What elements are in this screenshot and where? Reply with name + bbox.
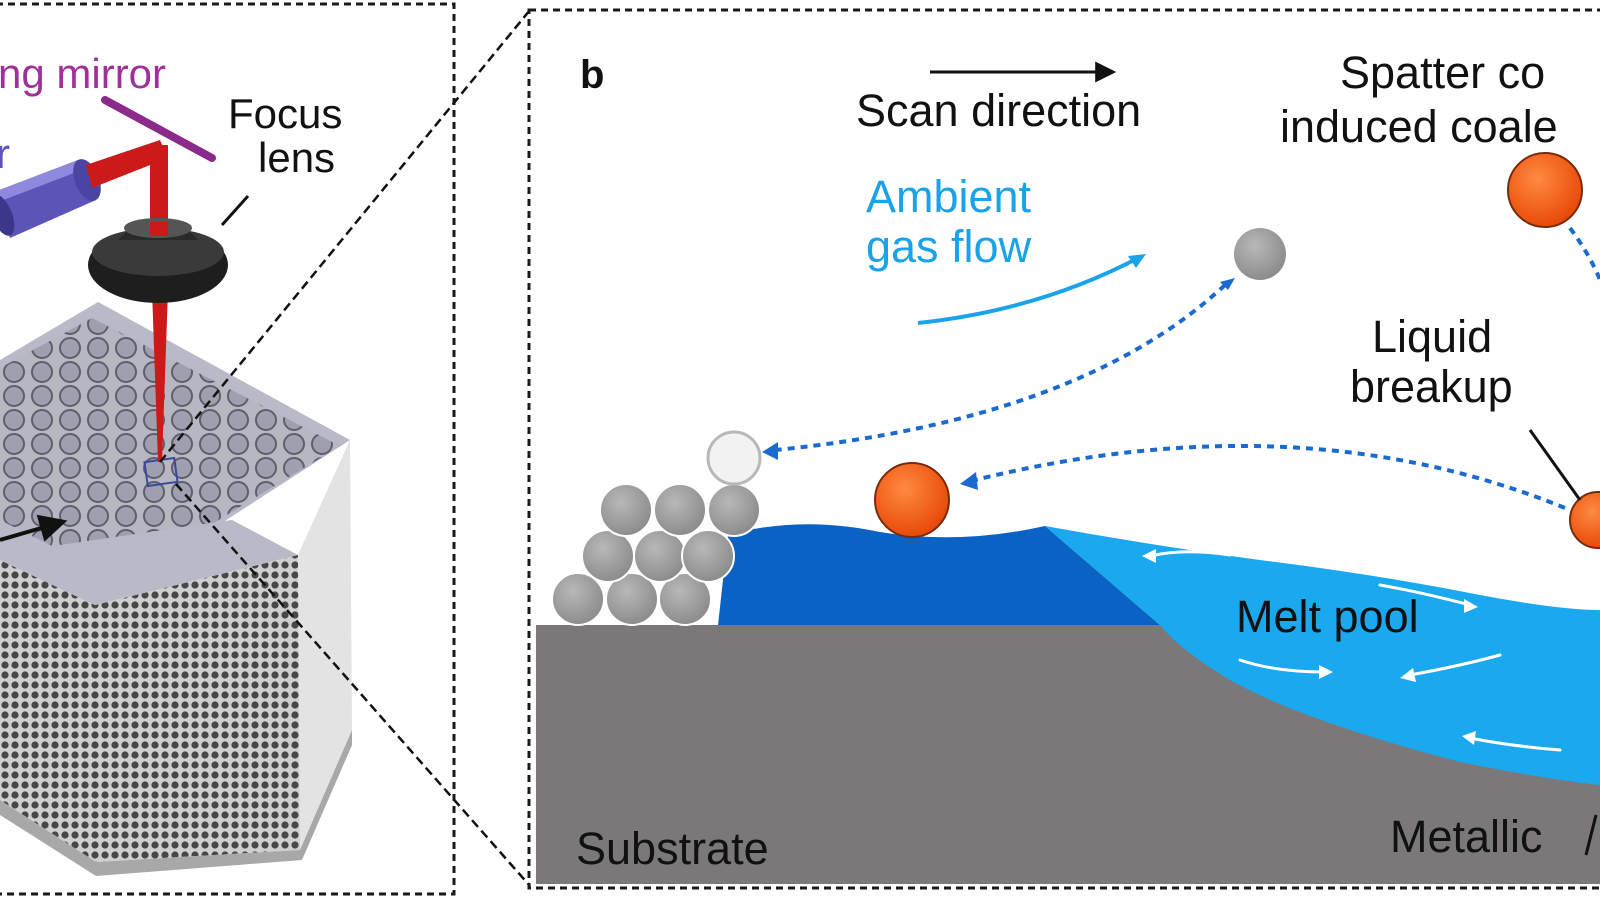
melt-pool-label: Melt pool (1236, 591, 1419, 642)
spatter-label-line2: induced coale (1280, 101, 1558, 152)
melt-pool-flow-arrows (1148, 550, 1562, 752)
spatter-on-track (874, 462, 950, 538)
block-arrow (0, 514, 68, 542)
panel-b-letter: b (580, 53, 604, 97)
zoom-line-top (159, 9, 531, 463)
panel-a-frame (0, 2, 456, 896)
substrate-label: Substrate (576, 823, 769, 874)
particle-trajectories (774, 226, 1600, 510)
laser-beam-focused (152, 290, 168, 462)
liquid-label-line2: breakup (1350, 361, 1513, 412)
laser-beam-vertical (150, 145, 168, 228)
liquid-breakup-leader (1528, 429, 1582, 501)
metallic-label: Metallic (1390, 811, 1543, 862)
spatter-label-line1: Spatter co (1340, 47, 1545, 98)
block-front-face (0, 555, 300, 862)
ejected-powder-white (706, 430, 762, 486)
spatter-coalesced (1507, 152, 1583, 228)
scan-direction-label: Scan direction (856, 85, 1141, 136)
panel-b-frame (527, 8, 1600, 890)
focus-lens-label-line1: Focus (228, 90, 342, 137)
laser-label: r (0, 130, 10, 177)
melt-pool (1045, 526, 1600, 785)
laser-beam-horizontal (86, 140, 168, 188)
ambient-flow-arrow (917, 255, 1141, 325)
ambient-label-line1: Ambient (866, 171, 1032, 222)
laser-source (0, 159, 101, 238)
scanning-mirror (101, 96, 216, 162)
flying-powder (1234, 228, 1286, 280)
panel-a: ng mirror r Focus lens (0, 2, 456, 896)
mirror-label: ng mirror (0, 50, 166, 97)
spatter-breakup (1569, 491, 1600, 549)
printed-block (0, 302, 352, 876)
liquid-label-line1: Liquid (1372, 311, 1492, 362)
zoom-line-bottom (175, 483, 531, 887)
solidified-track (718, 524, 1160, 625)
focus-lens-label-line2: lens (258, 134, 335, 181)
focus-lens (88, 218, 228, 303)
panel-b: b Scan direction Ambient gas flow Spatte… (527, 8, 1600, 890)
powder-bed (551, 483, 761, 626)
ambient-label-line2: gas flow (866, 221, 1032, 272)
